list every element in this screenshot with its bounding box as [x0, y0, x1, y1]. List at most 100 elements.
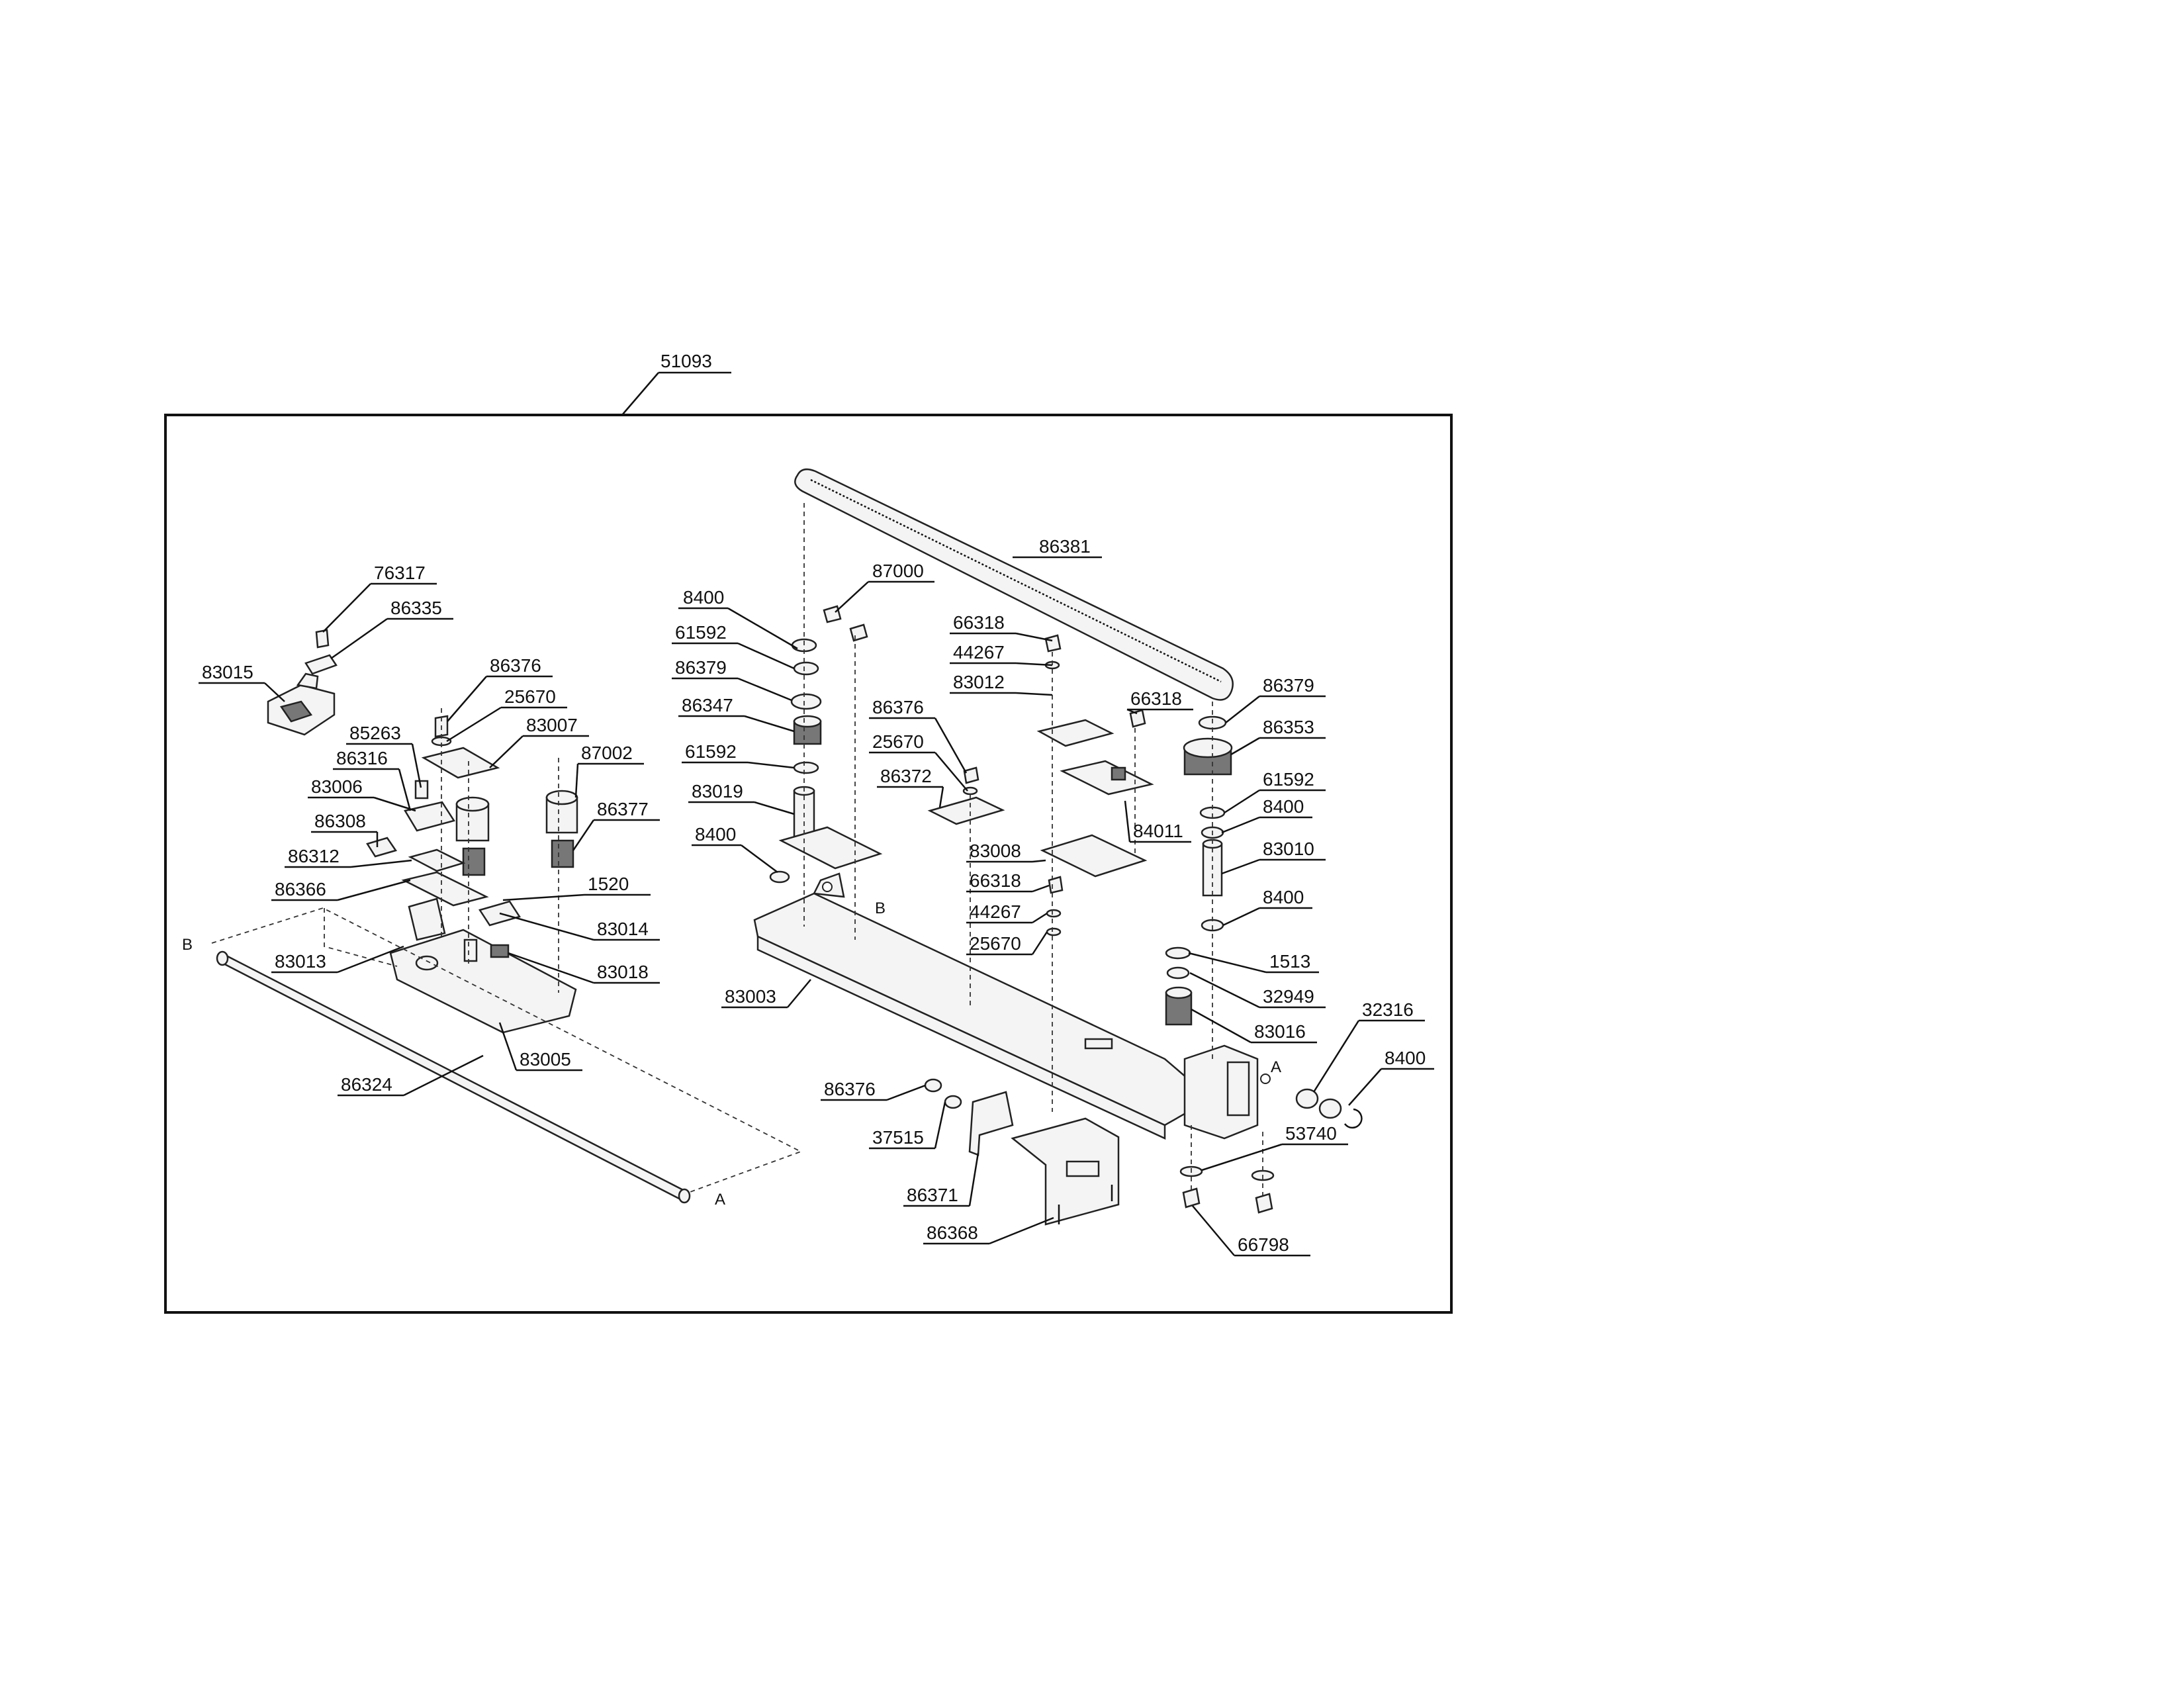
callout-leader [572, 819, 595, 851]
callout-32316: 32316 [1312, 999, 1425, 1093]
callout-83012: 83012 [950, 672, 1053, 696]
callout-leader [744, 715, 795, 733]
ref-letter-b-left: B [182, 936, 193, 954]
callout-label-8400: 8400 [1385, 1048, 1426, 1068]
callout-leader [1221, 858, 1260, 875]
assembly-callout: 51093 [621, 351, 731, 416]
callout-label-86376: 86376 [490, 655, 541, 676]
callout-leader [747, 761, 795, 769]
callout-leader [373, 796, 416, 812]
callout-label-86335: 86335 [390, 598, 442, 618]
callout-label-61592: 61592 [685, 741, 737, 762]
callout-leader [398, 768, 412, 811]
callout-leader [1191, 1008, 1251, 1044]
belt-86381 [794, 468, 1234, 701]
callout-25670: 25670 [869, 731, 968, 792]
callout-label-76317: 76317 [374, 563, 426, 583]
callout-83010: 83010 [1221, 839, 1326, 875]
callout-label-53740: 53740 [1285, 1123, 1337, 1144]
callout-86308: 86308 [311, 811, 379, 847]
callout-label-66798: 66798 [1238, 1234, 1289, 1255]
callout-leader [264, 682, 285, 702]
callout-leader [411, 743, 422, 788]
callout-leader [1015, 662, 1053, 666]
callout-leader [499, 912, 594, 941]
callout-leader [350, 859, 412, 868]
callout-label-84011: 84011 [1133, 821, 1183, 841]
callout-label-83014: 83014 [597, 919, 649, 939]
callout-32949: 32949 [1189, 972, 1326, 1009]
callout-label-61592: 61592 [1263, 769, 1314, 790]
callout-83015: 83015 [199, 662, 285, 702]
callout-label-86376: 86376 [824, 1079, 876, 1099]
ref-letter-a-bottom: A [715, 1191, 725, 1209]
callout-leader [934, 1101, 946, 1149]
callout-1513: 1513 [1188, 951, 1319, 974]
callout-leader [489, 735, 523, 768]
ref-letter-a-right: A [1271, 1058, 1281, 1076]
callout-86335: 86335 [330, 598, 453, 660]
callout-86324: 86324 [338, 1054, 484, 1097]
callout-label-32949: 32949 [1263, 986, 1314, 1007]
callout-86377: 86377 [572, 799, 660, 851]
callout-8400: 8400 [692, 824, 778, 874]
callout-8400: 8400 [1221, 796, 1312, 834]
callout-label-86379: 86379 [675, 657, 727, 678]
left-carriage-group [211, 629, 803, 1204]
callout-leader [787, 979, 811, 1008]
callout-label-83016: 83016 [1254, 1021, 1306, 1042]
callout-leader [330, 617, 388, 660]
callout-37515: 37515 [869, 1101, 946, 1150]
callout-86312: 86312 [285, 846, 412, 868]
callout-label-83005: 83005 [520, 1049, 571, 1070]
callout-66318: 66318 [966, 870, 1050, 893]
callout-label-83010: 83010 [1263, 839, 1314, 859]
callout-leader [1192, 1205, 1235, 1256]
callout-84011: 84011 [1124, 800, 1191, 843]
callout-86371: 86371 [903, 1152, 979, 1207]
callout-label-83013: 83013 [275, 951, 326, 972]
callout-leader [934, 752, 968, 792]
callout-leader [886, 1084, 926, 1101]
callout-label-87000: 87000 [872, 561, 924, 581]
callout-87000: 87000 [835, 561, 934, 613]
callout-53740: 53740 [1201, 1123, 1348, 1171]
ref-letter-b-center: B [875, 899, 886, 917]
callout-leader [498, 1022, 518, 1071]
callout-25670: 25670 [966, 931, 1048, 956]
callout-86366: 86366 [271, 879, 411, 901]
callout-label-8400: 8400 [695, 824, 736, 845]
callout-label-61592: 61592 [675, 622, 727, 643]
callout-86376: 86376 [447, 655, 553, 722]
callout-83006: 83006 [308, 776, 416, 812]
callout-83019: 83019 [688, 781, 795, 815]
callout-leader [938, 786, 944, 808]
assembly-number-label: 51093 [660, 351, 712, 371]
callout-label-8400: 8400 [1263, 887, 1304, 907]
callout-leader [1222, 907, 1260, 927]
callout-label-66318: 66318 [1130, 688, 1182, 709]
callout-86381: 86381 [1013, 536, 1102, 559]
callout-leader [337, 945, 404, 974]
part-83005-shape [389, 929, 577, 1034]
callout-86316: 86316 [333, 748, 412, 811]
callout-label-1520: 1520 [588, 874, 629, 894]
callout-label-86308: 86308 [314, 811, 366, 831]
callout-label-37515: 37515 [872, 1127, 924, 1148]
callout-leader [1015, 632, 1053, 642]
callout-leader [1126, 708, 1138, 715]
callout-25670: 25670 [446, 686, 567, 743]
callout-label-44267: 44267 [970, 901, 1021, 922]
callout-85263: 85263 [346, 723, 422, 788]
bracket-86368-shape [1011, 1117, 1120, 1226]
callout-label-25670: 25670 [504, 686, 556, 707]
bracket-86371-shape [968, 1091, 1014, 1156]
callout-label-83006: 83006 [311, 776, 363, 797]
callout-leader [502, 893, 585, 901]
callout-label-83018: 83018 [597, 962, 649, 982]
callout-44267: 44267 [966, 901, 1048, 924]
callout-leader [1032, 884, 1050, 893]
right-pulley-group [1165, 702, 1363, 1214]
callout-label-8400: 8400 [1263, 796, 1304, 817]
